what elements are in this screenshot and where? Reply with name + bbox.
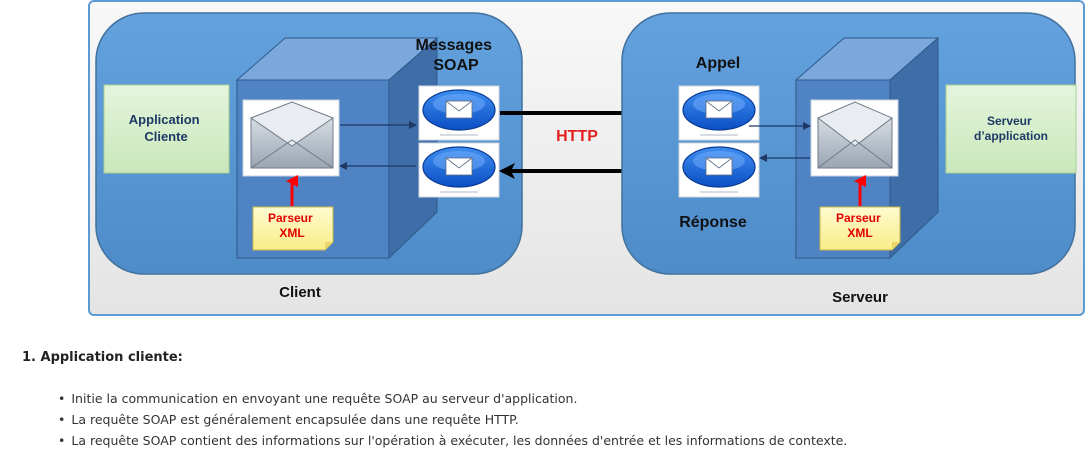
server-request-message-icon [678,85,760,141]
client-region: Application Cliente Parseur XML [95,12,523,275]
messages-soap-label: Messages SOAP [416,37,497,74]
client-label: Client [279,284,321,301]
section-heading: 1. Application cliente: [22,350,183,365]
bullet-list: Initie la communication en envoyant une … [58,388,847,451]
list-item: La requête SOAP contient des information… [58,430,847,451]
server-application-label: Serveur d’application [974,114,1048,143]
client-parser-note: Parseur XML [252,206,334,251]
server-response-message-icon [678,142,760,198]
list-item: La requête SOAP est généralement encapsu… [58,409,847,430]
server-application-box [945,84,1077,174]
client-response-message-icon [418,142,500,198]
list-item: Initie la communication en envoyant une … [58,388,847,409]
call-label: Appel [696,55,740,72]
server-parser-note: Parseur XML [819,206,901,251]
client-parser-label: Parseur XML [268,211,316,240]
server-envelope-icon [810,99,899,177]
client-application-label: Application Cliente [129,112,203,144]
response-label: Réponse [679,214,747,231]
client-envelope-icon [242,99,340,177]
server-parser-label: Parseur XML [836,211,884,240]
server-region: Appel Réponse [621,12,1077,275]
client-application-box [103,84,230,174]
server-label: Serveur [832,289,888,306]
soap-architecture-diagram: Application Cliente Parseur XML [88,0,1085,316]
http-label: HTTP [556,128,598,145]
client-request-message-icon [418,85,500,141]
